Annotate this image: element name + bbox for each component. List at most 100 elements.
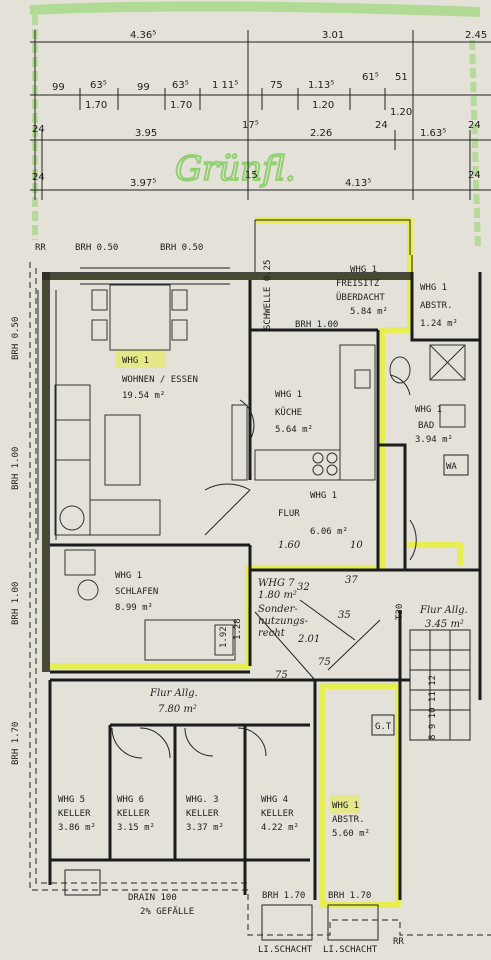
brh-left-4: BRH 1.70 [11, 722, 21, 765]
dim-row2-a: 99 [52, 82, 65, 93]
room-abstr-bottom: WHG 1 ABSTR. 5.60 m² [332, 801, 370, 839]
room-flur-allg-main-area: 7.80 m² [158, 704, 197, 715]
room-flur-unit: WHG 1 [310, 491, 337, 501]
dim-row4-d: 4.13⁵ [345, 178, 371, 189]
room-bad: WHG 1 BAD 3.94 m² [415, 405, 453, 445]
dim-row4-b: 3.97⁵ [130, 178, 156, 189]
schwelle-label: SCHWELLE 0.25 [263, 260, 273, 330]
room-flur-area: 6.06 m² [310, 527, 348, 537]
room-wohnen-unit: WHG 1 [122, 356, 149, 366]
room-keller3-name: KELLER [186, 809, 219, 819]
dim-row1-a: 4.36⁵ [130, 30, 156, 41]
room-kueche-name: KÜCHE [275, 407, 302, 418]
room-abstr-top: WHG 1 ABSTR. 1.24 m² [420, 283, 458, 329]
stair-marks: T30 [395, 604, 405, 620]
room-keller5-name: KELLER [58, 809, 91, 819]
annotations: RR BRH 0.50 BRH 0.50 BRH 0.50 BRH 1.00 B… [11, 243, 457, 955]
green-area-label: Grünfl. [175, 149, 296, 189]
dim-row2-c: 99 [137, 82, 150, 93]
room-flur-allg-right-name: Flur Allg. [419, 605, 468, 616]
schlafen-dim: 1.92 [219, 626, 229, 648]
dimension-texts: 4.36⁵ 3.01 2.45 99 63⁵ 99 63⁵ 1 11⁵ 75 1… [32, 30, 487, 189]
room-wohnen-area: 19.54 m² [122, 391, 165, 401]
room-bad-unit: WHG 1 [415, 405, 442, 415]
gt-label: G.T [375, 722, 392, 732]
flur-dim-1: 1.60 [278, 540, 301, 551]
brh-left-1: BRH 0.50 [11, 317, 21, 360]
room-flur-allg-right: Flur Allg. 3.45 m² [419, 605, 468, 630]
dim-row3-d: 2.26 [310, 128, 332, 139]
dim-row2b-d: 1.20 [390, 107, 412, 118]
kitchen-unit [339, 344, 376, 481]
room-abstr-bottom-area: 5.60 m² [332, 829, 370, 839]
room-sonder-name2: nutzungs- [258, 616, 309, 627]
sonder-d5: 75 [275, 670, 288, 681]
room-flur-allg-main: Flur Allg. 7.80 m² [149, 688, 198, 715]
room-keller4-unit: WHG 4 [261, 795, 288, 805]
dim-row2-g: 1.13⁵ [308, 80, 334, 91]
toilet-icon [389, 356, 411, 384]
dining-table [109, 284, 171, 351]
room-sonder-name3: recht [258, 628, 286, 639]
windows [37, 267, 230, 540]
dim-row3-f: 1.63⁵ [420, 128, 446, 139]
coffee-table [104, 414, 141, 486]
room-freisitz-unit: WHG 1 [350, 265, 377, 275]
room-keller6-name: KELLER [117, 809, 150, 819]
lischacht-1: LI.SCHACHT [258, 945, 313, 955]
room-sonder: Sonder- nutzungs- recht [258, 604, 309, 639]
room-kueche: WHG 1 KÜCHE 5.64 m² [275, 390, 313, 435]
rr-top: RR [35, 243, 46, 253]
lischacht-2: LI.SCHACHT [323, 945, 378, 955]
room-keller4: WHG 4 KELLER 4.22 m² [261, 795, 299, 833]
room-whg7: WHG 7 1.80 m² [258, 578, 297, 601]
room-freisitz-name: FREISITZ [336, 279, 380, 289]
room-keller6-area: 3.15 m² [117, 823, 155, 833]
room-keller5: WHG 5 KELLER 3.86 m² [58, 795, 96, 833]
room-abstr-top-name: ABSTR. [420, 301, 453, 311]
brh-balcony: BRH 1.00 [295, 320, 338, 330]
room-schlafen-unit: WHG 1 [115, 571, 142, 581]
dim-row3-e: 24 [375, 120, 388, 131]
dim-row3-a: 24 [32, 124, 45, 135]
sonder-d2: 37 [345, 575, 358, 586]
room-abstr-bottom-name: ABSTR. [332, 815, 365, 825]
schlafen-dim2: 1.28 [233, 618, 243, 640]
light-shafts [64, 869, 379, 941]
dim-row2-f: 75 [270, 80, 283, 91]
dim-row2b-c: 1.20 [312, 100, 334, 111]
dim-row3-c: 17⁵ [242, 120, 259, 131]
room-schlafen-area: 8.99 m² [115, 603, 153, 613]
room-schlafen-name: SCHLAFEN [115, 587, 158, 597]
brh-left-3: BRH 1.00 [11, 582, 21, 625]
outer-footprint [29, 262, 491, 936]
room-freisitz-area: 5.84 m² [350, 307, 388, 317]
room-keller4-name: KELLER [261, 809, 294, 819]
rr-bottom: RR [393, 937, 404, 947]
room-keller3: WHG. 3 KELLER 3.37 m² [186, 795, 224, 833]
room-keller3-unit: WHG. 3 [186, 795, 219, 805]
dim-row4-e: 24 [468, 170, 481, 181]
dim-row3-b: 3.95 [135, 128, 157, 139]
drain-label: DRAIN 100 [128, 893, 177, 903]
room-keller6-unit: WHG 6 [117, 795, 144, 805]
room-keller6: WHG 6 KELLER 3.15 m² [117, 795, 155, 833]
stairs [409, 629, 471, 741]
room-kueche-unit: WHG 1 [275, 390, 302, 400]
green-marker-area: Grünfl. [29, 1, 481, 251]
dim-row2-e: 1 11⁵ [212, 80, 238, 91]
dim-row2-b: 63⁵ [90, 80, 107, 91]
room-labels: WHG 1 WOHNEN / ESSEN 19.54 m² WHG 1 KÜCH… [58, 265, 468, 839]
sink-icon [354, 369, 371, 389]
room-whg7-area: 1.80 m² [258, 590, 297, 601]
plant-icon [59, 505, 85, 531]
brh-top-2: BRH 0.50 [160, 243, 203, 253]
room-sonder-name: Sonder- [258, 604, 298, 615]
washbasin-icon [439, 404, 466, 428]
sonder-d3: 35 [338, 610, 351, 621]
room-keller4-area: 4.22 m² [261, 823, 299, 833]
dim-row1-b: 3.01 [322, 30, 344, 41]
brh-bottom-2: BRH 1.70 [328, 891, 371, 901]
room-flur-name: FLUR [278, 509, 300, 519]
